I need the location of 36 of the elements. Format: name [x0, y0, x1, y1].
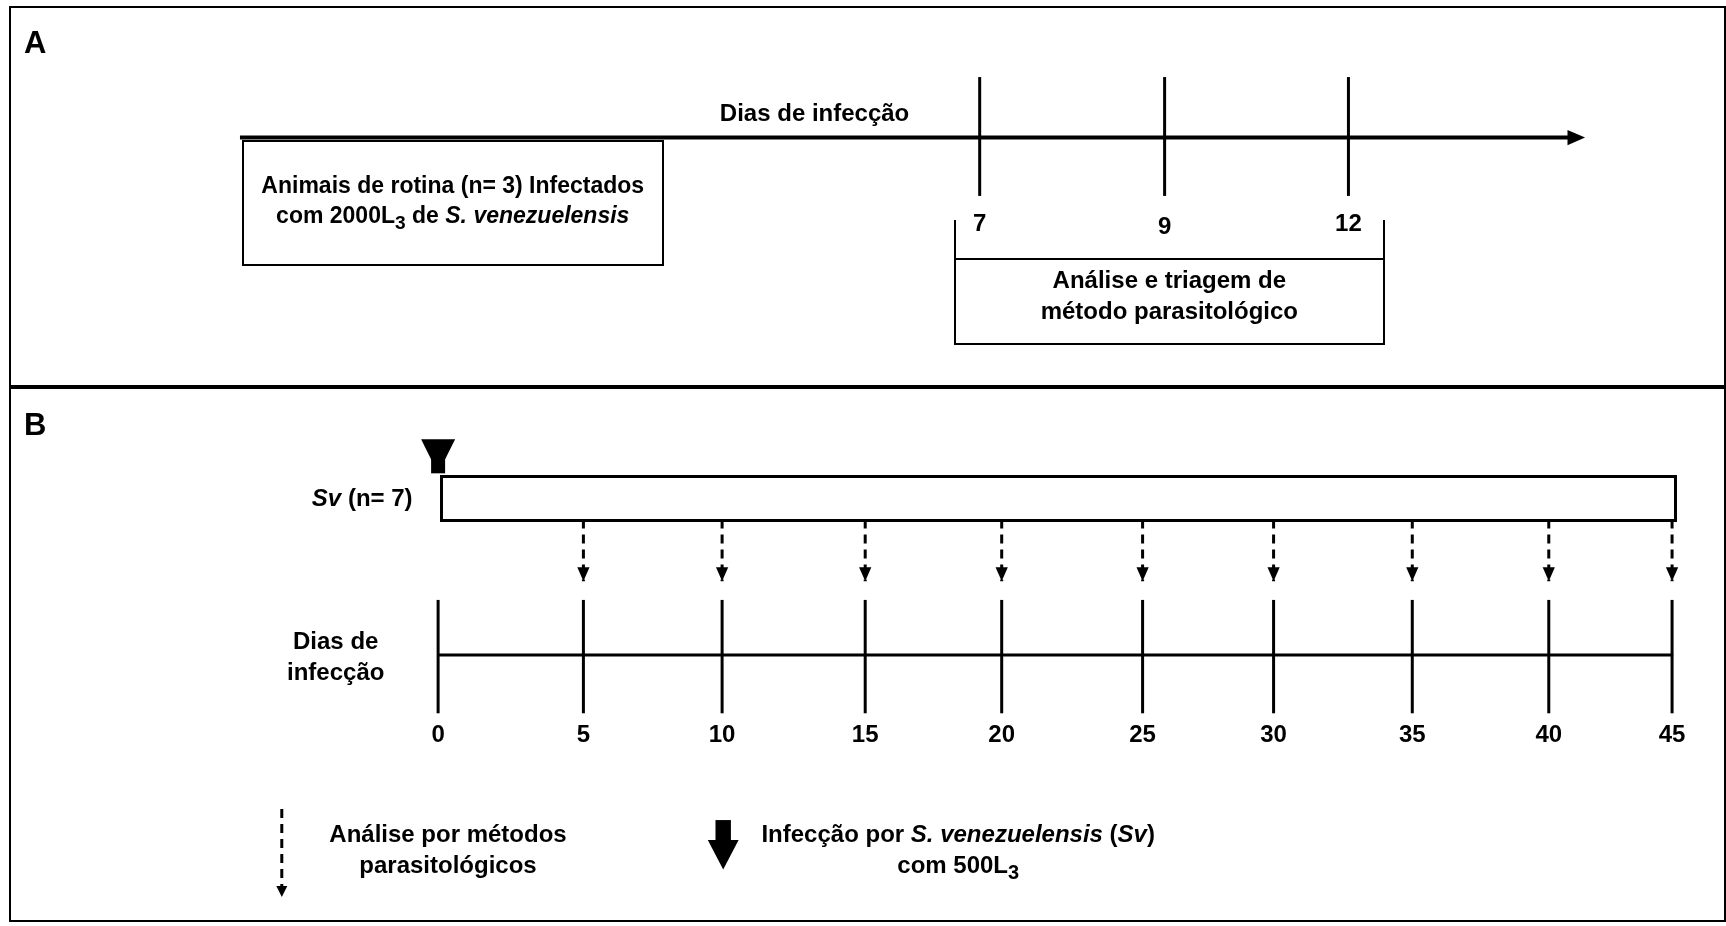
- arrow: [859, 519, 872, 582]
- arrow: [716, 519, 729, 582]
- tick-label: 30: [1260, 719, 1287, 750]
- arrow: [1406, 519, 1419, 582]
- box-text: Animais de rotina (n= 3) Infectados com 2000L$_{3}$ de S. venezuelensis: [260, 170, 646, 235]
- arrow: [577, 519, 590, 582]
- panel-label: B: [24, 407, 47, 444]
- axis-title: Dias de infecção: [286, 625, 386, 688]
- tick-label: 12: [1335, 208, 1362, 239]
- infection-arrow: [421, 439, 456, 474]
- box-text: Análise e triagem de método parasitológico: [1039, 264, 1299, 327]
- tick-label: 7: [973, 208, 987, 239]
- tick-label: 0: [431, 719, 445, 750]
- timeline-bar: [440, 475, 1678, 522]
- arrow: [995, 519, 1008, 582]
- group-label: Sv (n= 7): [310, 482, 413, 513]
- tick-label: 35: [1398, 719, 1426, 750]
- tick-label: 40: [1535, 719, 1563, 750]
- tick-label: 20: [988, 719, 1016, 750]
- arrow: [1542, 519, 1555, 582]
- tick-label: 10: [708, 719, 736, 750]
- arrow: [1665, 519, 1679, 582]
- legend-text: Infecção por S. venezuelensis (Sv) com 500L$_{3}$: [760, 818, 1156, 885]
- panel-frame: [8, 5, 1726, 388]
- tick-label: 9: [1157, 211, 1172, 242]
- tick-label: 5: [576, 719, 591, 750]
- panel-label: A: [24, 25, 47, 62]
- arrow: [1267, 519, 1280, 582]
- process-box: [241, 139, 664, 267]
- tick-label: 25: [1129, 719, 1156, 750]
- legend-text: Análise por métodos parasitológicos: [328, 818, 568, 881]
- tick-label: 45: [1658, 719, 1686, 750]
- tick-label: 15: [851, 719, 879, 750]
- axis-title: Dias de infecção: [719, 98, 910, 129]
- arrow: [1136, 519, 1149, 582]
- panel-frame: [8, 387, 1726, 923]
